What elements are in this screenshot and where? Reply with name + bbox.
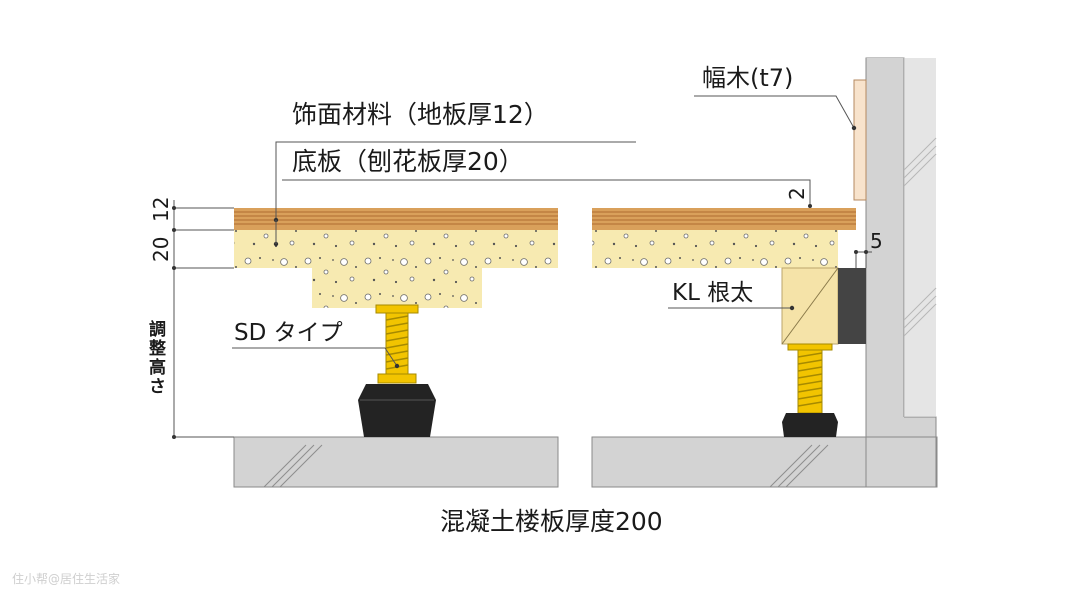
kl-joist-label: KL 根太	[672, 280, 753, 306]
finish-board-left	[234, 208, 558, 230]
slab-label: 混凝土楼板厚度200	[440, 507, 663, 536]
dimension-lines-left	[172, 200, 234, 439]
wall	[865, 57, 937, 488]
particle-board-right	[592, 230, 838, 268]
joist-block-left	[312, 268, 482, 308]
watermark: 住小帮@居住生活家	[12, 572, 121, 586]
leader-lines	[232, 95, 872, 369]
subfloor-thickness-dim: 20	[149, 237, 173, 262]
finish-material-label: 饰面材料（地板厚12）	[292, 100, 549, 129]
sd-type-label: SD タイプ	[234, 320, 343, 346]
finish-board-right	[592, 208, 856, 230]
baseboard-label: 幅木(t7)	[702, 64, 793, 92]
floor-left	[234, 208, 558, 308]
sd-leveling-foot	[358, 304, 436, 437]
gap-top-dim: 2	[785, 187, 809, 200]
floor-right	[592, 208, 866, 345]
subfloor-label: 底板（刨花板厚20）	[292, 147, 524, 176]
concrete-slab	[233, 436, 938, 488]
kl-leveling-foot	[782, 343, 838, 437]
particle-board-left	[234, 230, 558, 268]
baseboard	[853, 79, 867, 201]
finish-thickness-dim: 12	[149, 197, 173, 222]
gap-side-dim: 5	[870, 229, 883, 253]
slab-left	[233, 436, 559, 488]
slab-hatch	[263, 444, 829, 488]
adjust-height-label: 調整高さ	[145, 319, 166, 396]
kl-bracket	[838, 268, 866, 344]
